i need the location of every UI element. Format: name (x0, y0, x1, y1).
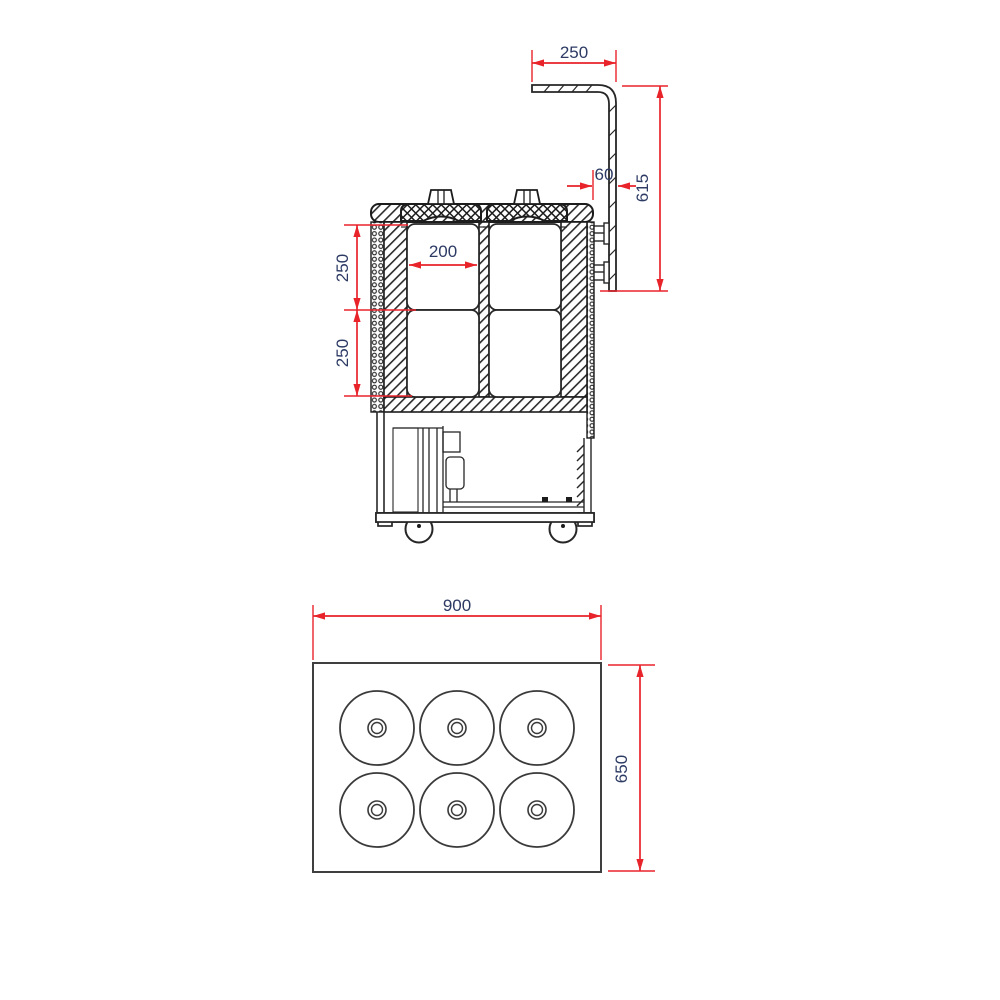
dim-well-width: 200 (429, 242, 457, 261)
right-insulation-band (586, 221, 595, 439)
lids (400, 189, 568, 222)
dim-backsplash-height: 615 (633, 174, 652, 202)
side-view-dimensions: 250 615 60 200 250 250 (333, 43, 668, 397)
well (419, 690, 495, 766)
lid-2-knob (512, 189, 542, 205)
dim-gap: 60 (595, 165, 614, 184)
base-plate-front (375, 512, 595, 523)
dim-lower-depth: 250 (333, 339, 352, 367)
base-shelf (443, 497, 584, 508)
vent-grille (392, 427, 419, 513)
well-1-lower (406, 309, 480, 398)
well-1-upper (406, 223, 480, 311)
well (499, 690, 575, 766)
well (339, 690, 415, 766)
tub-body (370, 189, 595, 439)
worktop-outline (312, 662, 602, 873)
compressor-unit (393, 426, 465, 513)
right-wall (560, 221, 588, 398)
center-wall (478, 221, 490, 398)
left-insulation-band (370, 221, 385, 413)
well (499, 772, 575, 848)
side-view: 250 615 60 200 250 250 (333, 43, 668, 544)
right-door-panel (576, 438, 592, 513)
dim-overall-width: 900 (443, 596, 471, 615)
bottom-insulation (383, 396, 588, 413)
well-2-lower (488, 309, 562, 398)
bracket-hatch-ticks (543, 84, 617, 281)
well-2-upper (488, 223, 562, 311)
dim-overall-depth: 650 (612, 755, 631, 783)
lid-1-knob (426, 189, 456, 205)
plan-view: 900 650 (312, 596, 655, 873)
casters (375, 512, 595, 544)
well (339, 772, 415, 848)
base-cabinet (375, 412, 595, 544)
dim-shelf-width: 250 (560, 43, 588, 62)
dim-upper-depth: 250 (333, 254, 352, 282)
wells-plan (339, 690, 575, 848)
lid-1 (400, 203, 482, 222)
lid-2 (486, 203, 568, 222)
plan-view-dimensions: 900 650 (312, 596, 655, 872)
well (419, 772, 495, 848)
